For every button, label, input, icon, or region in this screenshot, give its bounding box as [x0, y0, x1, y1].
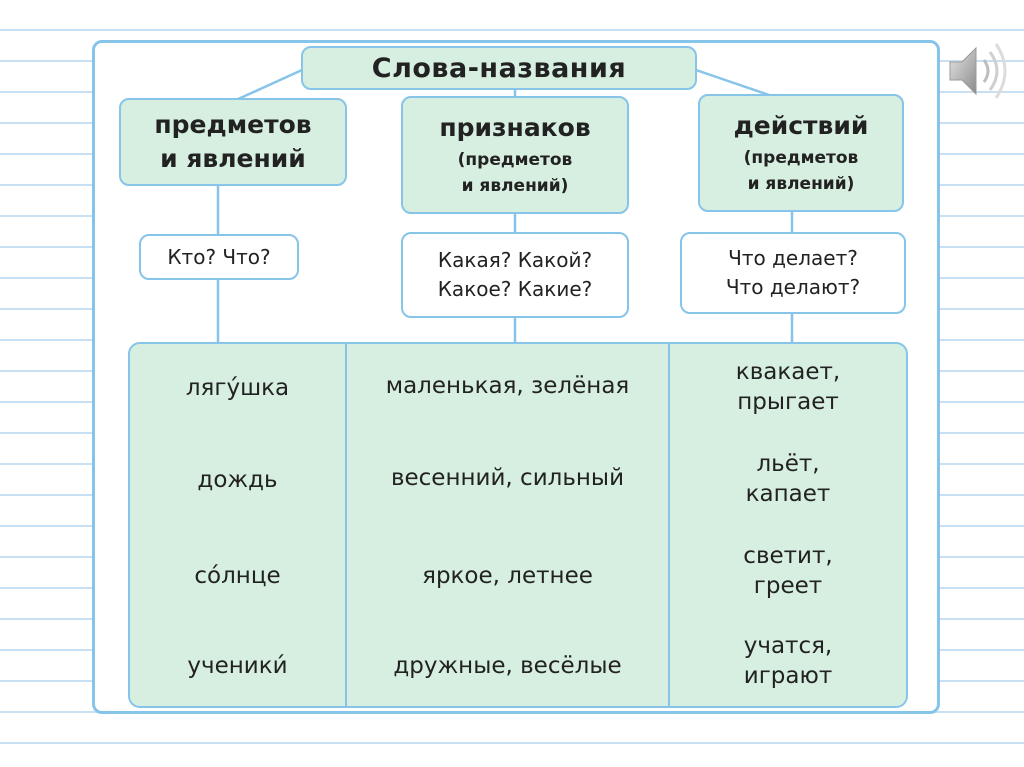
question-box-objects: Кто? Что?	[139, 234, 299, 280]
column-divider	[668, 344, 670, 706]
action-word: льёт,	[756, 451, 820, 477]
object-cell: дождь	[130, 444, 345, 516]
attribute-words: маленькая, зелёная	[385, 373, 630, 399]
connector-title-objects	[235, 68, 303, 102]
actions-cell: учатся, играют	[670, 622, 906, 700]
category-sub-line: и явлений)	[461, 176, 569, 196]
question-box-actions: Что делает? Что делают?	[680, 232, 906, 314]
speaker-icon[interactable]	[942, 36, 1012, 106]
actions-cell: льёт, капает	[670, 440, 906, 518]
category-box-objects: предметов и явлений	[119, 98, 347, 186]
action-word: учатся,	[743, 633, 833, 659]
attributes-cell: весенний, сильный	[347, 442, 668, 514]
actions-cell: квакает, прыгает	[670, 348, 906, 426]
category-box-attributes: признаков (предметов и явлений)	[401, 96, 629, 214]
attribute-words: яркое, летнее	[422, 563, 593, 589]
object-word: ученики́	[187, 653, 288, 679]
attributes-cell: яркое, летнее	[347, 540, 668, 612]
examples-table: лягу́шка маленькая, зелёная квакает, пры…	[128, 342, 908, 708]
category-sub-line: и явлений)	[747, 174, 855, 194]
category-box-actions: действий (предметов и явлений)	[698, 94, 904, 212]
object-word: со́лнце	[194, 563, 281, 589]
category-name-line: и явлений	[160, 144, 306, 173]
object-cell: лягу́шка	[130, 352, 345, 424]
object-word: дождь	[197, 467, 278, 493]
action-word: играют	[743, 663, 833, 689]
category-name-line: действий	[733, 111, 869, 140]
attribute-words: дружные, весёлые	[393, 653, 622, 679]
question-text: Какое? Какие?	[437, 277, 593, 301]
attribute-words: весенний, сильный	[390, 465, 625, 491]
attributes-cell: маленькая, зелёная	[347, 350, 668, 422]
actions-cell: светит, греет	[670, 532, 906, 610]
action-word: светит,	[743, 543, 833, 569]
category-sub-line: (предметов	[743, 148, 859, 168]
category-name-line: предметов	[154, 110, 312, 139]
question-box-attributes: Какая? Какой? Какое? Какие?	[401, 232, 629, 318]
category-name-line: признаков	[439, 113, 591, 142]
column-divider	[345, 344, 347, 706]
attributes-cell: дружные, весёлые	[347, 630, 668, 702]
action-word: квакает,	[735, 359, 841, 385]
top-strip	[0, 0, 1024, 16]
action-word: прыгает	[737, 389, 839, 415]
object-cell: со́лнце	[130, 540, 345, 612]
action-word: греет	[753, 573, 823, 599]
question-text: Какая? Какой?	[437, 248, 593, 272]
object-word: лягу́шка	[185, 375, 290, 401]
connector-title-actions	[695, 68, 773, 98]
diagram-title: Слова-названия	[371, 52, 627, 84]
question-text: Что делает?	[728, 246, 858, 270]
question-text: Что делают?	[725, 275, 861, 299]
object-cell: ученики́	[130, 630, 345, 702]
question-text: Кто? Что?	[167, 244, 271, 269]
title-box: Слова-названия	[301, 46, 697, 90]
action-word: капает	[745, 481, 831, 507]
category-sub-line: (предметов	[457, 150, 573, 170]
